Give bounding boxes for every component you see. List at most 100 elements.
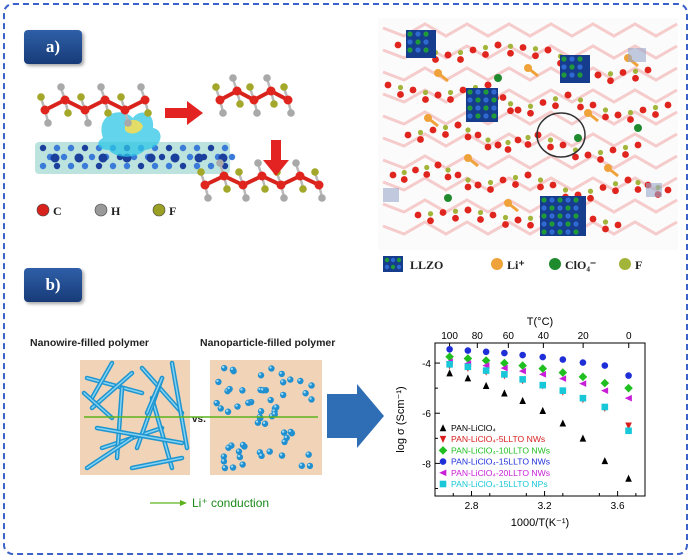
nanowire-highlight: [131, 457, 183, 469]
c-atom: [577, 103, 584, 111]
legend-label: F: [635, 258, 642, 272]
c-atom: [564, 91, 572, 99]
c-atom: [389, 171, 397, 179]
llzo-atom: [491, 113, 497, 119]
c-atom: [60, 95, 70, 105]
data-point: [559, 387, 567, 394]
llzo-atom: [565, 221, 571, 227]
legend-marker: [439, 435, 447, 443]
data-point: [601, 403, 609, 411]
nanoparticle: [261, 420, 269, 427]
panel-b-tag: b): [24, 268, 82, 302]
nanoparticle-highlight: [240, 462, 243, 465]
y-tick-label: -4: [422, 359, 431, 370]
f-atom: [547, 137, 554, 143]
c-atom: [444, 51, 452, 59]
data-point: [579, 394, 587, 402]
llzo-particle-faded: [383, 188, 399, 202]
nanoparticle-highlight: [309, 383, 312, 386]
slab-atom: [179, 144, 187, 152]
llzo-atom: [541, 205, 547, 211]
data-point: [519, 376, 526, 383]
li-ion: [434, 69, 442, 77]
nanoparticle-highlight: [279, 371, 282, 375]
panel-a-tag: a): [24, 30, 82, 64]
clo4-ion: [444, 194, 452, 202]
c-atom: [589, 215, 597, 223]
f-atom: [452, 208, 459, 214]
h-atom: [219, 109, 227, 117]
legend-label: PAN-LiClO₄-15LLTO NWs: [451, 457, 550, 467]
llzo-atom: [467, 97, 473, 103]
slab-atom: [165, 162, 173, 170]
data-point: [482, 367, 490, 374]
c-atom: [572, 153, 579, 161]
llzo-atom: [573, 221, 579, 227]
data-point: [481, 356, 491, 365]
llzo-atom: [475, 89, 481, 95]
llzo-atom: [549, 221, 555, 227]
nanoparticle-highlight: [225, 409, 229, 412]
c-atom: [442, 131, 449, 138]
llzo-atom: [549, 213, 555, 219]
slab-atom: [81, 144, 89, 152]
nanoparticle: [266, 448, 273, 455]
f-atom: [397, 84, 404, 91]
data-point: [464, 347, 472, 354]
li-ion: [464, 154, 472, 162]
f-atom: [465, 177, 471, 183]
c-atom: [249, 95, 259, 105]
c-atom: [514, 136, 522, 144]
series-1: [446, 369, 632, 482]
nanoparticle: [239, 441, 247, 449]
c-atom: [587, 194, 594, 202]
nanoparticle-highlight: [258, 409, 262, 412]
flow-arrow: [327, 384, 384, 448]
f-atom: [477, 209, 484, 216]
nanoparticle-highlight: [307, 463, 311, 467]
slab-atom: [207, 144, 215, 152]
nanoparticle-highlight: [280, 380, 284, 383]
c-atom: [477, 216, 484, 223]
nanoparticle: [306, 462, 314, 470]
c-atom: [559, 141, 567, 149]
f-atom: [602, 107, 609, 113]
slab-atom: [88, 153, 96, 161]
nanoparticle: [239, 461, 246, 468]
nanoparticle-highlight: [309, 397, 312, 400]
h-atom: [280, 194, 288, 202]
nanoparticle: [236, 453, 244, 461]
series-4: [446, 345, 632, 379]
slab-atom: [193, 144, 201, 152]
background-chain: [382, 198, 678, 214]
x-tick-label: 2.8: [465, 501, 479, 512]
f-atom: [482, 44, 489, 51]
li-ion: [504, 199, 512, 207]
c-atom: [612, 187, 619, 195]
c-atom: [384, 81, 392, 89]
background-chain: [382, 66, 678, 82]
nanoparticle: [229, 366, 237, 374]
f-atom: [235, 168, 243, 176]
c-atom: [664, 101, 672, 109]
data-point: [501, 349, 508, 357]
f-atom: [37, 93, 45, 101]
nanoparticle: [283, 434, 290, 442]
c-atom: [283, 95, 293, 105]
nanoparticle-highlight: [214, 400, 217, 404]
background-chain: [382, 110, 678, 126]
c-atom: [459, 86, 467, 94]
c-atom: [444, 173, 452, 181]
c-atom: [547, 143, 554, 151]
h-atom: [292, 159, 300, 167]
conduction-label: Li⁺ conduction: [192, 496, 269, 510]
legend-marker: [439, 469, 447, 477]
nanoparticle: [308, 382, 315, 389]
c-atom: [512, 181, 519, 188]
nanoparticle-highlight: [299, 463, 303, 466]
nanoparticle-highlight: [259, 453, 262, 457]
nanoparticle-highlight: [230, 465, 234, 468]
nanoparticle: [259, 387, 267, 394]
nanowire-highlight: [91, 362, 113, 399]
nanoparticle-highlight: [240, 442, 244, 446]
